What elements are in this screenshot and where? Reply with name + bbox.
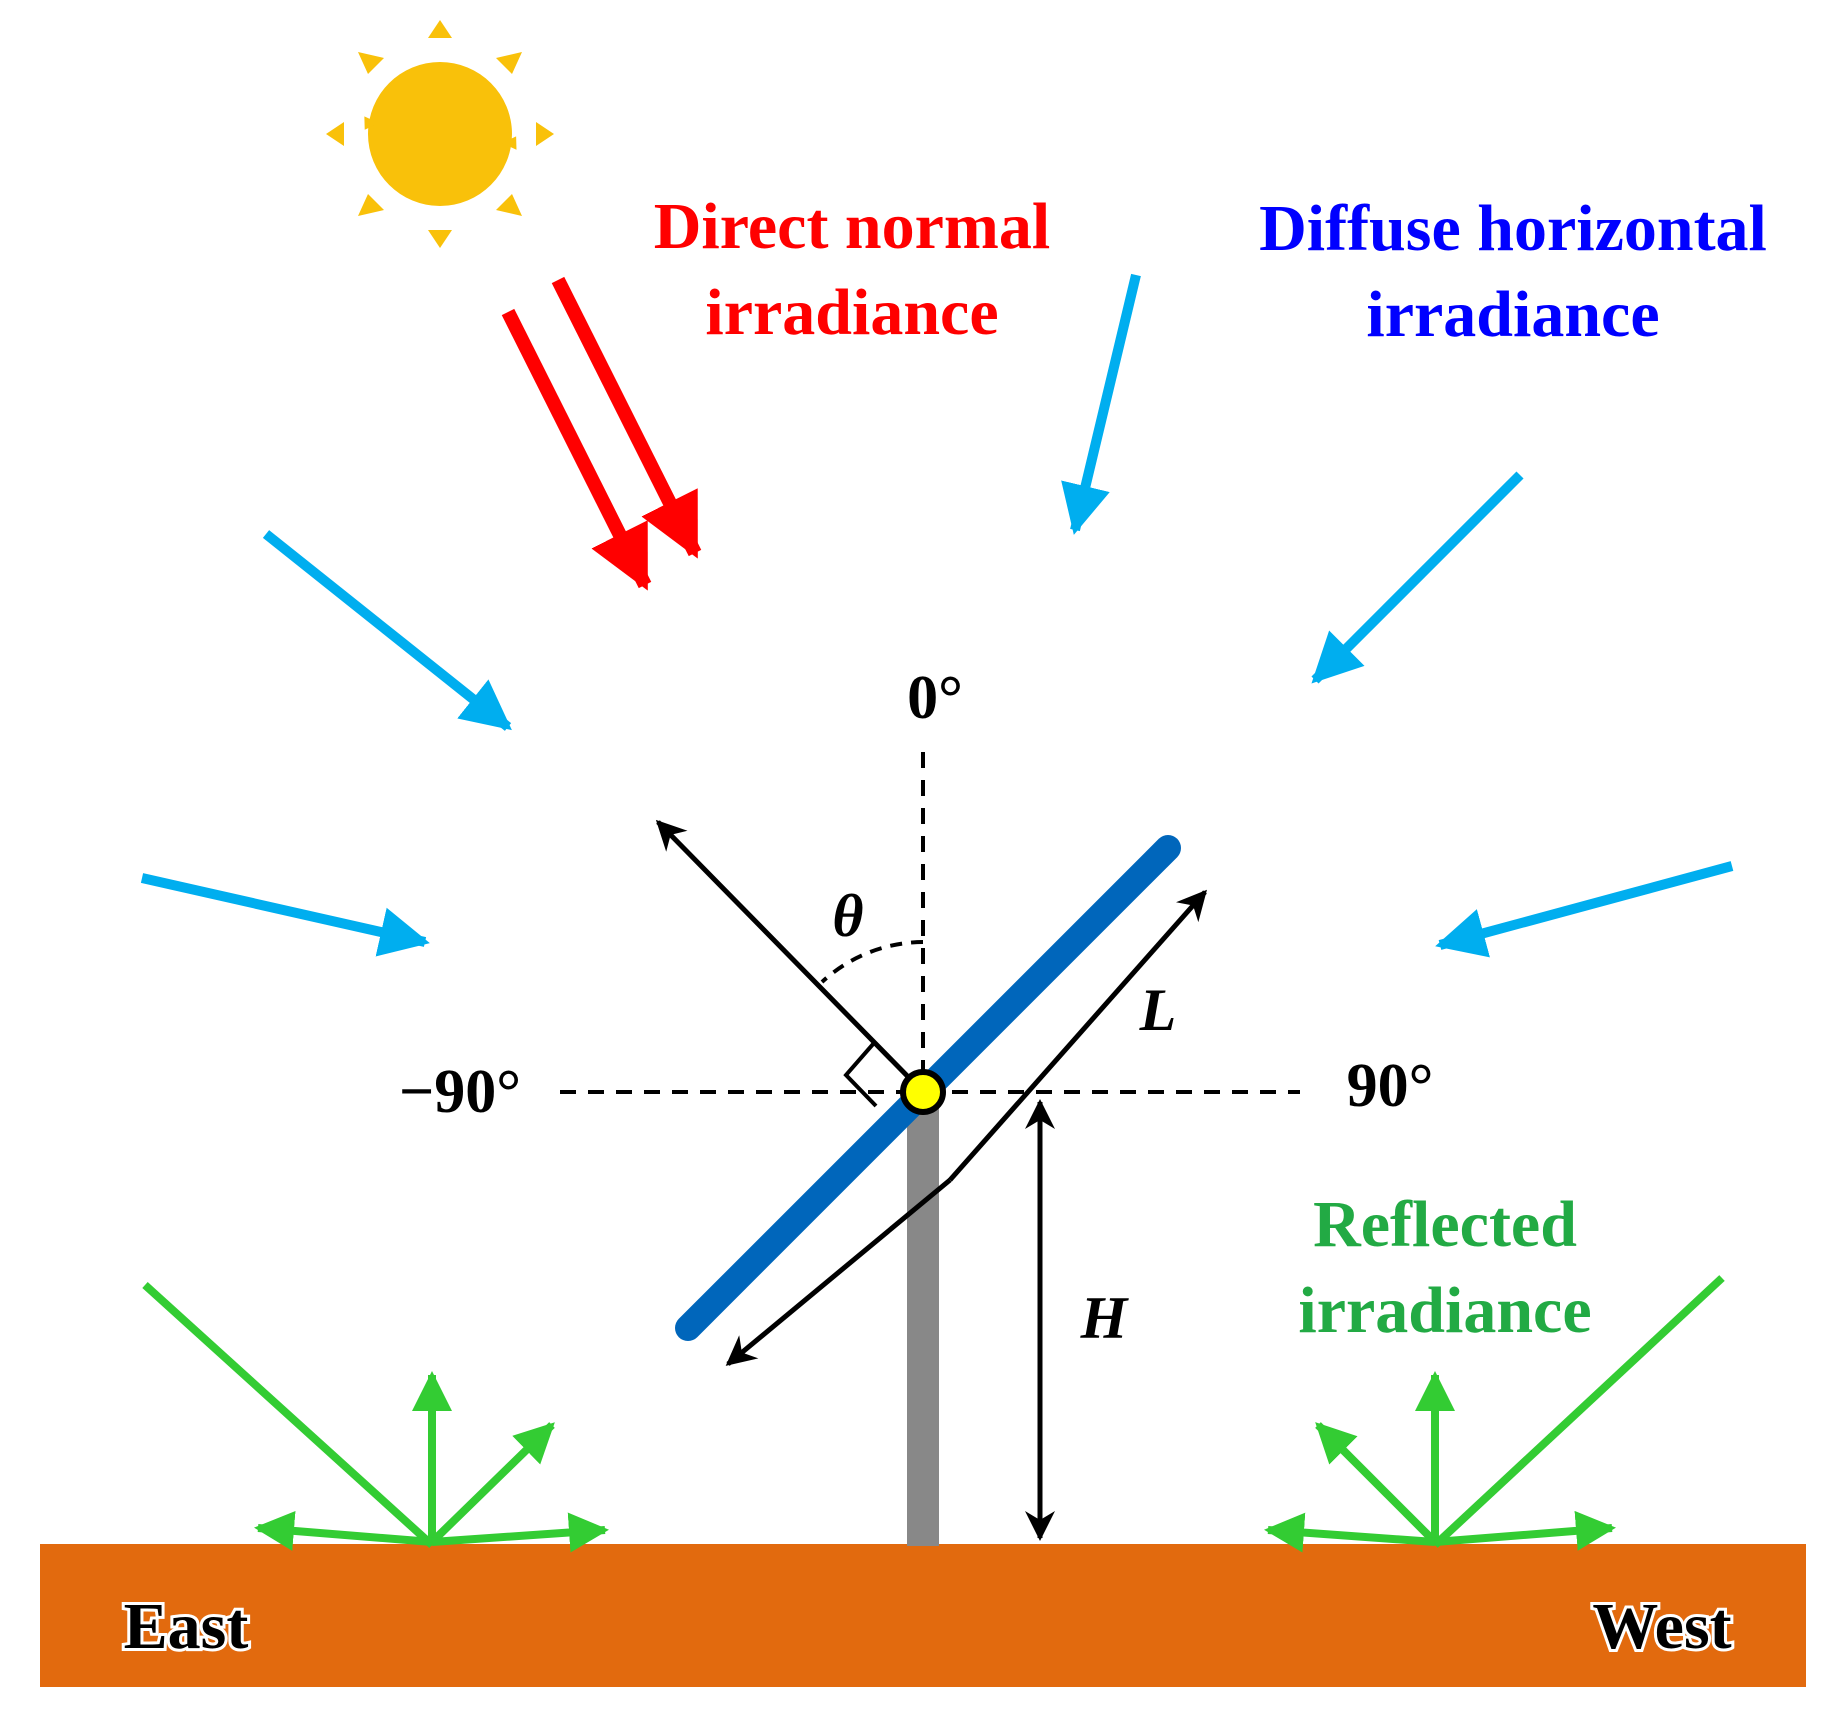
theta-label: θ: [832, 883, 863, 949]
diffuse-label-line2: irradiance: [1366, 278, 1659, 351]
west-label: West: [1592, 1590, 1731, 1663]
right-angle-marker: [843, 1041, 878, 1108]
height-label: H: [1080, 1285, 1130, 1351]
angle-zero-label: 0°: [907, 664, 963, 732]
length-arrow: [725, 889, 1207, 1366]
theta-arc: [820, 940, 924, 984]
angle-neg90-label: −90°: [399, 1058, 521, 1126]
diffuse-arrow-right: [1435, 861, 1734, 958]
direct-arrow-1: [501, 308, 652, 591]
direct-label-line2: irradiance: [705, 276, 998, 349]
direct-irradiance-arrows: [501, 276, 702, 591]
reflected-arrows-east: [142, 1282, 609, 1553]
angle-pos90-label: 90°: [1347, 1052, 1434, 1120]
direct-arrow-2: [551, 276, 702, 559]
support-post: [907, 1096, 939, 1546]
reference-axes: [560, 752, 1300, 1094]
sun-icon: [326, 20, 554, 248]
ground: [40, 1544, 1806, 1687]
diffuse-irradiance-arrows: [140, 273, 1734, 958]
pivot-point-icon: [900, 1069, 946, 1115]
panel-normal-arrow: [655, 819, 925, 1094]
diffuse-arrow-upper-left: [262, 530, 512, 731]
reflected-arrows-west: [1264, 1275, 1725, 1553]
diffuse-arrow-left: [140, 873, 430, 957]
diffuse-label-line1: Diffuse horizontal: [1259, 192, 1767, 265]
reflected-label-line1: Reflected: [1313, 1188, 1577, 1261]
east-label: East: [124, 1590, 249, 1663]
diffuse-arrow-upper-right: [1311, 471, 1524, 684]
length-label: L: [1139, 977, 1177, 1043]
direct-label-line1: Direct normal: [654, 190, 1050, 263]
diffuse-arrow-top: [1061, 273, 1141, 535]
reflected-label-line2: irradiance: [1298, 1274, 1591, 1347]
